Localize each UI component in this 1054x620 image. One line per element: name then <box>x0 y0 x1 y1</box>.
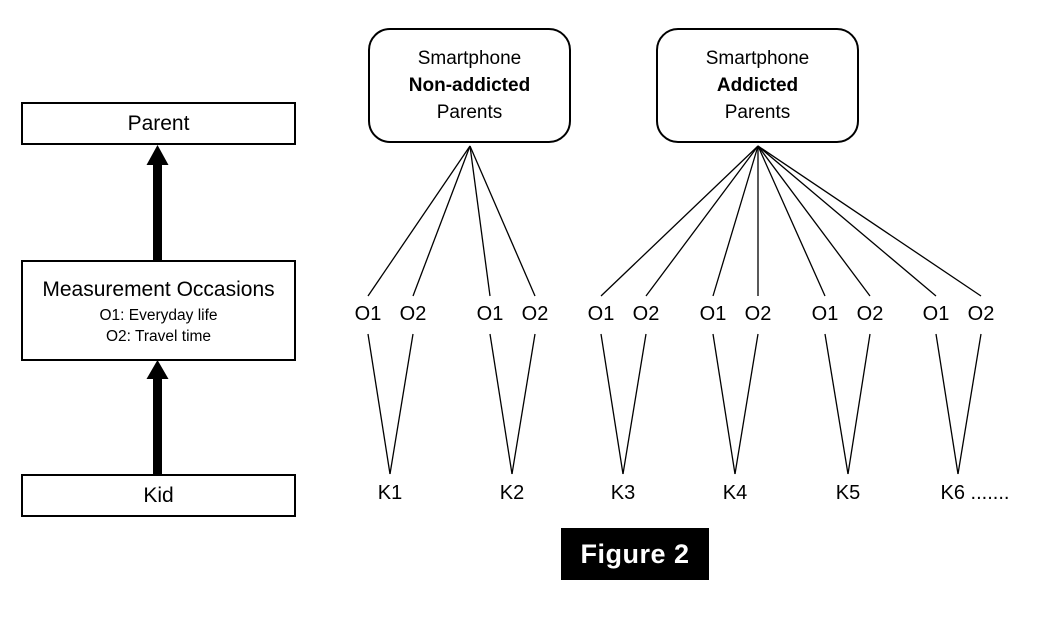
level-box-measurement-occasions-title: Measurement Occasions <box>42 277 275 301</box>
group-box-addicted-parents: Smartphone Addicted Parents <box>656 28 859 143</box>
kid-node-K5: K5 <box>835 482 861 504</box>
kid-node-K4: K4 <box>722 482 748 504</box>
kid-node-K3: K3 <box>610 482 636 504</box>
level-box-parent: Parent <box>21 102 296 145</box>
edges-occasions-to-kids <box>367 333 982 475</box>
group-box-non-addicted-parents: Smartphone Non-addicted Parents <box>368 28 571 143</box>
occasion-node-K1-O1: O1 <box>354 303 382 325</box>
occasion-node-K2-O1: O1 <box>476 303 504 325</box>
occasion-node-K4-O2: O2 <box>744 303 772 325</box>
arrow-kid-to-measurement <box>146 360 169 474</box>
occasion-node-K5-O1: O1 <box>811 303 839 325</box>
arrow-measurement-to-parent <box>146 145 169 260</box>
level-box-measurement-occasions-subline-1: O1: Everyday life <box>99 306 218 324</box>
group-box-addicted-line-1: Smartphone <box>705 48 810 69</box>
kid-node-K2: K2 <box>499 482 525 504</box>
edges-addicted-parent-to-occasions <box>600 145 982 297</box>
figure-caption: Figure 2 <box>561 528 709 580</box>
group-box-addicted-line-2: Addicted <box>716 75 799 96</box>
occasion-node-K6-O1: O1 <box>922 303 950 325</box>
occasion-node-K3-O1: O1 <box>587 303 615 325</box>
occasion-node-K6-O2: O2 <box>967 303 995 325</box>
level-box-kid-title: Kid <box>143 484 174 507</box>
occasion-node-K5-O2: O2 <box>856 303 884 325</box>
edges-non-addicted-parent-to-occasions <box>367 145 536 297</box>
level-box-parent-title: Parent <box>127 112 190 135</box>
group-box-non-addicted-line-2: Non-addicted <box>408 75 531 96</box>
occasion-node-K4-O1: O1 <box>699 303 727 325</box>
kid-node-K6: K6 ....... <box>940 482 1010 504</box>
level-box-kid: Kid <box>21 474 296 517</box>
group-box-non-addicted-line-3: Parents <box>436 102 503 123</box>
level-box-measurement-occasions-subline-2: O2: Travel time <box>105 327 212 345</box>
occasion-node-K1-O2: O2 <box>399 303 427 325</box>
kid-node-K1: K1 <box>377 482 403 504</box>
group-box-non-addicted-line-1: Smartphone <box>417 48 522 69</box>
occasion-node-K3-O2: O2 <box>632 303 660 325</box>
occasion-node-K2-O2: O2 <box>521 303 549 325</box>
group-box-addicted-line-3: Parents <box>724 102 791 123</box>
level-box-measurement-occasions: Measurement Occasions O1: Everyday life … <box>21 260 296 361</box>
